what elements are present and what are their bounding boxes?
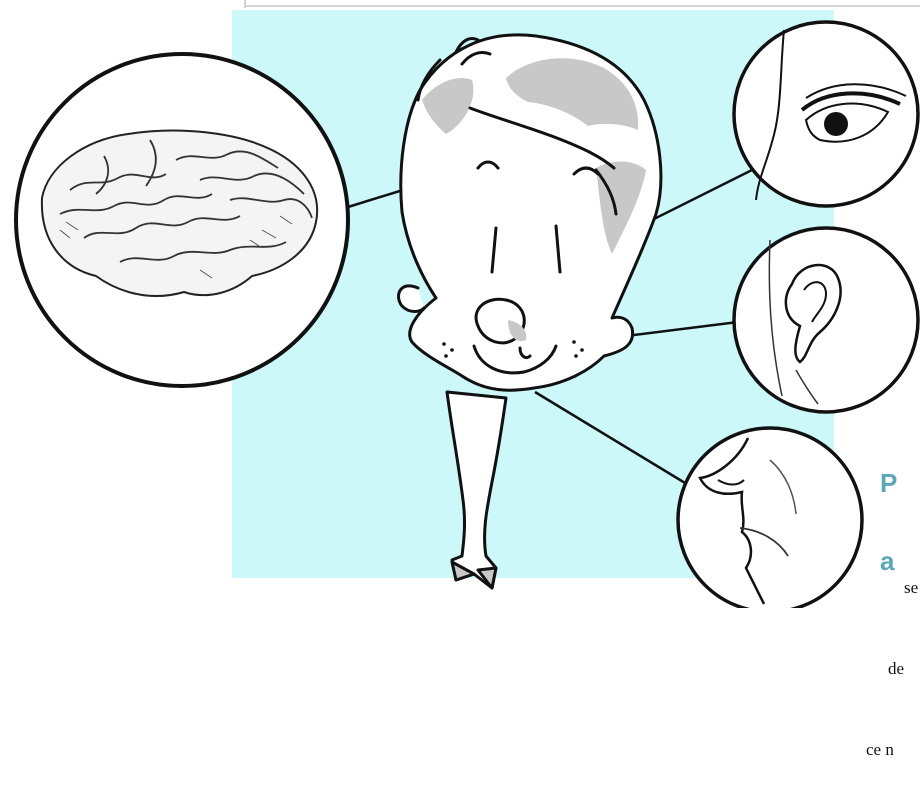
ear-inset [734,228,918,412]
cropped-body-line-3: ce n [866,736,920,763]
nose-mouth-inset [678,428,862,608]
cropped-body-line-1: se [866,574,920,601]
cropped-body-line-2: de [866,655,920,682]
cropped-heading-line-1: P [880,470,920,496]
eye-inset [734,22,918,206]
brain-inset [16,54,348,386]
cropped-body-text: se de ce n [866,520,920,790]
illustration-canvas [0,0,920,608]
